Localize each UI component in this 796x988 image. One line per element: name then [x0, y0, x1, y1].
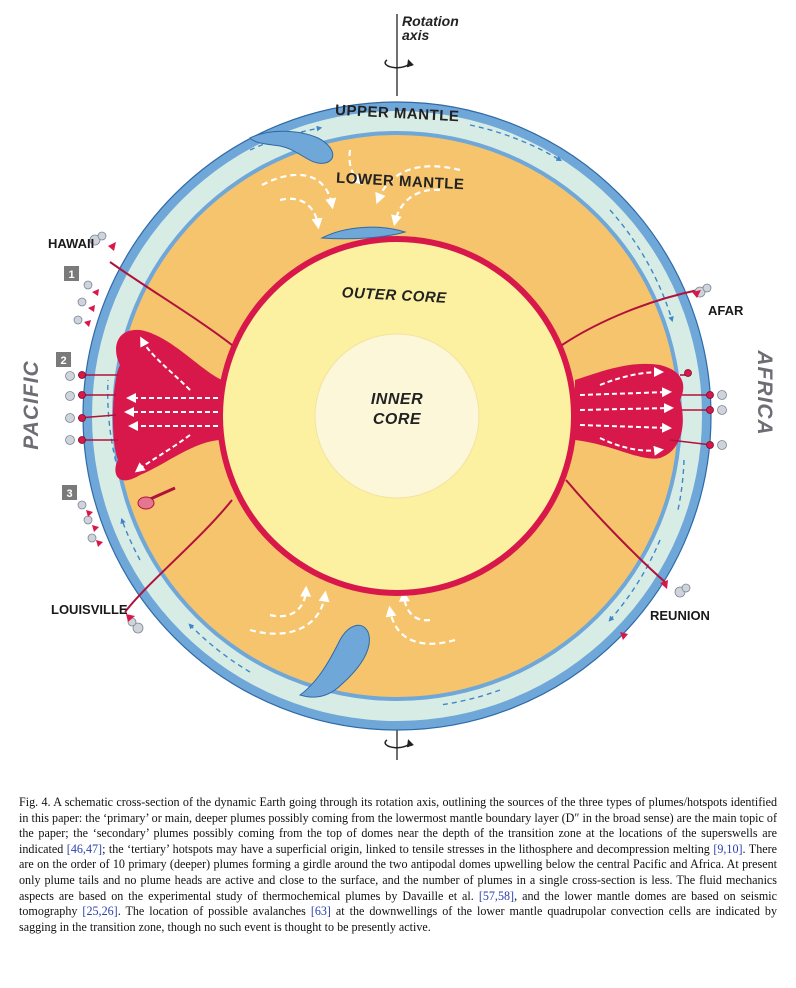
inner-core-label-line2: CORE	[373, 411, 422, 428]
avalanche-blob-top	[249, 130, 334, 164]
rotation-axis-label-line1: Rotation	[402, 13, 459, 29]
plume-heads	[78, 369, 714, 449]
tertiary-plume-head	[137, 496, 155, 510]
caption-text: . The location of possible avalanches	[117, 904, 311, 919]
pacific-dome	[112, 329, 222, 481]
earth-cross-section-figure: Rotation axis	[20, 13, 776, 760]
pacific-label: PACIFIC	[20, 360, 43, 449]
rotation-axis-label-line2: axis	[402, 27, 429, 43]
caption-reference-link[interactable]: [25,26]	[82, 904, 118, 919]
lower-mantle-label: LOWER MANTLE	[336, 170, 465, 194]
caption-text: , and the lower mantle domes are based o…	[19, 888, 777, 919]
upper-mantle-flow-arrows	[107, 124, 685, 706]
inner-core-label-line1: INNER	[371, 391, 423, 408]
caption-text: at the downwellings of the lower mantle …	[19, 904, 778, 934]
caption-text: . There are on the order of 10 primary (…	[19, 841, 778, 903]
rotation-axis-top	[384, 14, 414, 96]
dome-flow-arrows	[124, 336, 674, 473]
afar-label: AFAR	[708, 303, 744, 318]
hawaii-label: HAWAII	[48, 236, 94, 251]
cmb-lens-top	[320, 226, 407, 240]
badge-3-text: 3	[66, 488, 72, 500]
caption-text: Fig. 4. A schematic cross-section of the…	[19, 795, 777, 856]
caption-text: ; the ‘tertiary’ hotspots may have a sup…	[102, 841, 714, 856]
hotspot-volcano-icons	[65, 231, 727, 640]
figure-caption: Fig. 4. A schematic cross-section of the…	[19, 795, 777, 935]
badge-1: 1	[64, 266, 79, 281]
primary-plume-tails	[109, 261, 699, 613]
badge-2-text: 2	[60, 355, 66, 367]
outer-core-label: OUTER CORE	[341, 284, 447, 306]
caption-reference-link[interactable]: [63]	[310, 904, 331, 919]
inner-core	[314, 333, 480, 499]
tertiary-plume-stem	[147, 486, 176, 502]
avalanche-blob-bottom	[298, 624, 370, 698]
reunion-label: REUNION	[650, 608, 710, 623]
badge-1-text: 1	[68, 269, 74, 281]
caption-reference-link[interactable]: [46,47]	[66, 841, 103, 856]
lower-mantle-convection-arrows	[249, 149, 461, 645]
africa-label: AFRICA	[753, 349, 776, 435]
caption-reference-link[interactable]: [57,58]	[478, 888, 515, 903]
upper-mantle-label: UPPER MANTLE	[335, 102, 460, 125]
badge-3: 3	[62, 485, 77, 500]
caption-reference-link[interactable]: [9,10]	[713, 841, 743, 856]
louisville-label: LOUISVILLE	[51, 602, 128, 617]
badge-2: 2	[56, 352, 71, 367]
africa-dome	[575, 363, 684, 459]
